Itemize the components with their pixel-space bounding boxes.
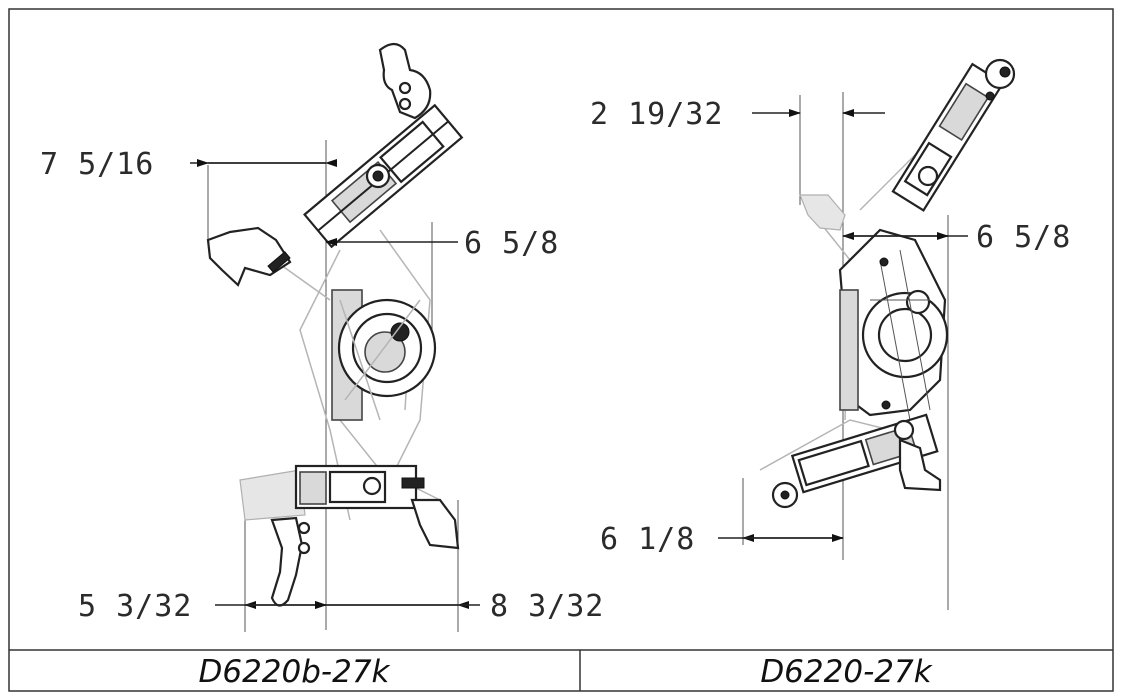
left-dim-bottom-right: 8 3/32 — [490, 589, 604, 624]
right-dim-bottom-left: 6 1/8 — [600, 522, 695, 557]
left-dimension-lines — [190, 159, 480, 609]
right-dimension-lines — [718, 109, 968, 542]
right-dim-top: 2 19/32 — [590, 97, 723, 132]
left-assembly — [206, 42, 464, 632]
left-dim-top-left: 7 5/16 — [40, 147, 154, 182]
left-dim-bottom-left: 5 3/32 — [78, 589, 192, 624]
left-dim-middle-right: 6 5/8 — [464, 226, 559, 261]
left-caption: D6220b-27k — [198, 654, 390, 690]
right-caption: D6220-27k — [760, 654, 932, 690]
sheet-border — [8, 8, 1114, 692]
right-dim-middle-right: 6 5/8 — [976, 220, 1071, 255]
right-assembly — [742, 58, 1016, 610]
